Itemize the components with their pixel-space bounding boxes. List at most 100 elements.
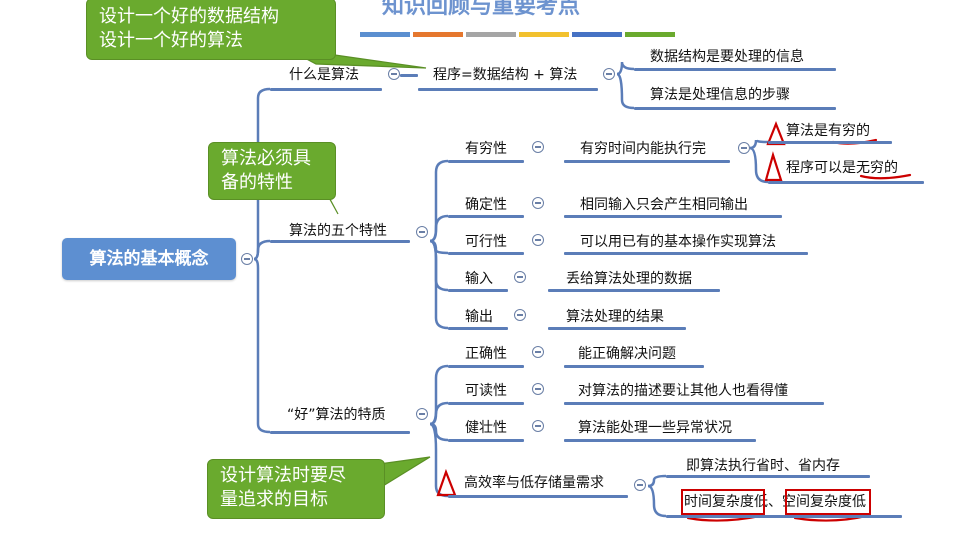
node-algorithm-steps[interactable]: 算法是处理信息的步骤 <box>650 87 790 103</box>
callout-bottom: 设计算法时要尽 量追求的目标 <box>207 459 385 519</box>
connector-correct <box>429 364 449 426</box>
node-input-detail[interactable]: 丢给算法处理的数据 <box>566 271 692 287</box>
collapse-icon[interactable] <box>416 226 428 238</box>
node-efficient[interactable]: 高效率与低存储量需求 <box>464 475 604 491</box>
branch-line <box>768 141 892 144</box>
branch-line <box>768 181 924 184</box>
callout-bottom-line-1: 设计算法时要尽 <box>220 465 346 486</box>
callout-bottom-line-2: 量追求的目标 <box>220 489 328 510</box>
delta-mark-2 <box>764 151 783 182</box>
note-algorithm-finite[interactable]: 算法是有穷的 <box>786 123 870 139</box>
branch-line <box>564 439 756 442</box>
connector-finite <box>429 159 449 243</box>
node-output-detail[interactable]: 算法处理的结果 <box>566 309 664 325</box>
space-complexity-low: 低 <box>852 494 866 510</box>
node-robust-detail[interactable]: 算法能处理一些异常状况 <box>578 420 732 436</box>
branch-line <box>270 88 382 91</box>
node-feasible[interactable]: 可行性 <box>465 234 507 250</box>
collapse-icon[interactable] <box>514 271 526 283</box>
connector-complexity <box>647 484 667 518</box>
callout-middle-line-2: 备的特性 <box>221 172 293 193</box>
branch-line <box>564 215 782 218</box>
collapse-icon[interactable] <box>532 420 544 432</box>
branch-line <box>564 160 730 163</box>
highlight-box-time <box>681 489 765 515</box>
collapse-icon[interactable] <box>514 309 526 321</box>
space-complexity-text: 空间复杂度 <box>782 494 852 510</box>
branch-line <box>418 88 598 91</box>
node-saves-time-memory[interactable]: 即算法执行省时、省内存 <box>686 458 840 474</box>
color-bar <box>625 32 675 37</box>
node-readable-detail[interactable]: 对算法的描述要让其他人也看得懂 <box>578 383 788 399</box>
color-bar <box>572 32 622 37</box>
root-node[interactable]: 算法的基本概念 <box>62 238 236 280</box>
branch-line <box>564 402 824 405</box>
node-what-is[interactable]: 什么是算法 <box>289 67 359 83</box>
branch-line <box>548 327 686 330</box>
callout-top-line-1: 设计一个好的数据结构 <box>99 6 279 27</box>
connector-readable <box>429 401 449 426</box>
node-deterministic[interactable]: 确定性 <box>465 197 507 213</box>
branch-line <box>548 289 720 292</box>
collapse-icon[interactable] <box>738 142 750 154</box>
node-formula[interactable]: 程序=数据结构 + 算法 <box>433 67 578 83</box>
node-correct[interactable]: 正确性 <box>465 346 507 362</box>
collapse-icon[interactable] <box>241 253 253 265</box>
node-readable[interactable]: 可读性 <box>465 383 507 399</box>
callout-middle-line-1: 算法必须具 <box>221 148 311 169</box>
connector-formula-up <box>616 61 635 76</box>
branch-line <box>634 68 836 71</box>
branch-line <box>448 327 508 330</box>
branch-line <box>666 515 902 518</box>
time-complexity-text: 时间复杂度 <box>684 494 754 510</box>
callout-top: 设计一个好的数据结构 设计一个好的算法 <box>86 0 336 60</box>
node-feasible-detail[interactable]: 可以用已有的基本操作实现算法 <box>580 234 776 250</box>
node-robust[interactable]: 健壮性 <box>465 420 507 436</box>
underline-mark-2 <box>859 173 912 180</box>
collapse-icon[interactable] <box>388 68 400 80</box>
node-correct-detail[interactable]: 能正确解决问题 <box>578 346 676 362</box>
collapse-icon[interactable] <box>532 197 544 209</box>
collapse-icon[interactable] <box>532 141 544 153</box>
node-good-algorithm[interactable]: “好”算法的特质 <box>287 407 386 423</box>
node-output[interactable]: 输出 <box>465 309 493 325</box>
branch-line <box>448 215 524 218</box>
collapse-icon[interactable] <box>532 234 544 246</box>
connector-note-2 <box>749 146 769 184</box>
color-bar <box>466 32 516 37</box>
node-five-features[interactable]: 算法的五个特性 <box>289 223 387 239</box>
note-program-infinite[interactable]: 程序可以是无穷的 <box>786 160 898 176</box>
collapse-icon[interactable] <box>634 479 646 491</box>
collapse-icon[interactable] <box>416 408 428 420</box>
branch-line <box>564 365 704 368</box>
connector-output <box>429 239 449 330</box>
connector-five-features <box>253 239 271 261</box>
callout-top-line-2: 设计一个好的算法 <box>99 30 243 51</box>
branch-line <box>270 431 410 434</box>
node-input[interactable]: 输入 <box>465 271 493 287</box>
branch-line <box>448 402 524 405</box>
node-finite-detail[interactable]: 有穷时间内能执行完 <box>580 141 706 157</box>
complexity-separator: 、 <box>768 494 782 510</box>
collapse-icon[interactable] <box>532 383 544 395</box>
node-finite[interactable]: 有穷性 <box>465 141 507 157</box>
connector-efficient <box>429 422 449 498</box>
branch-line <box>634 107 836 110</box>
branch-line <box>400 74 418 77</box>
collapse-icon[interactable] <box>532 346 544 358</box>
node-data-structure[interactable]: 数据结构是要处理的信息 <box>650 49 804 65</box>
delta-mark-1 <box>766 121 786 146</box>
branch-line <box>448 252 524 255</box>
branch-line <box>448 289 508 292</box>
color-bar <box>360 32 410 37</box>
node-deterministic-detail[interactable]: 相同输入只会产生相同输出 <box>580 197 748 213</box>
connector-deterministic <box>429 214 449 243</box>
delta-mark-3 <box>436 468 457 497</box>
connector-input <box>429 239 449 292</box>
branch-line <box>448 365 524 368</box>
branch-line <box>448 160 524 163</box>
branch-line <box>666 475 870 478</box>
connector-note-1 <box>749 139 769 150</box>
branch-line <box>448 439 524 442</box>
collapse-icon[interactable] <box>603 68 615 80</box>
